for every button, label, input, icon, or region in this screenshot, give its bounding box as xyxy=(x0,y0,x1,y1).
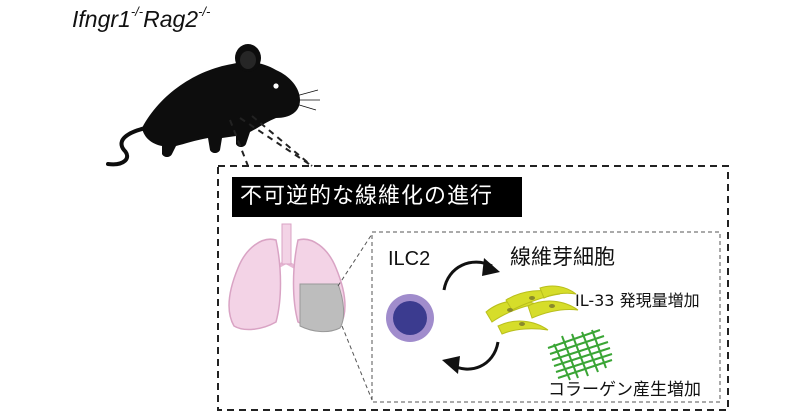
outer-dashed-box xyxy=(217,165,729,411)
genotype-label: Ifngr1-/-Rag2-/- xyxy=(72,4,211,32)
collagen-fiber-icon xyxy=(547,329,613,381)
ilc2-label: ILC2 xyxy=(388,248,431,270)
il33-label: IL-33 発現量増加 xyxy=(575,291,700,310)
fibrotic-region xyxy=(299,283,345,333)
fibroblast-icon xyxy=(485,285,579,335)
ilc2-cell-icon xyxy=(386,294,434,342)
fibrosis-title: 不可逆的な線維化の進行 xyxy=(232,177,522,217)
fibroblast-nuclei xyxy=(507,296,555,326)
lung-icon xyxy=(228,223,346,333)
arrowhead-top xyxy=(482,258,500,276)
connector-lines xyxy=(229,115,313,167)
mouse-icon xyxy=(106,44,320,167)
fibroblast-label: 線維芽細胞 xyxy=(510,245,615,269)
collagen-label: コラーゲン産生増加 xyxy=(548,380,701,400)
zoom-lines xyxy=(337,233,373,401)
arrowhead-bottom xyxy=(442,356,460,374)
